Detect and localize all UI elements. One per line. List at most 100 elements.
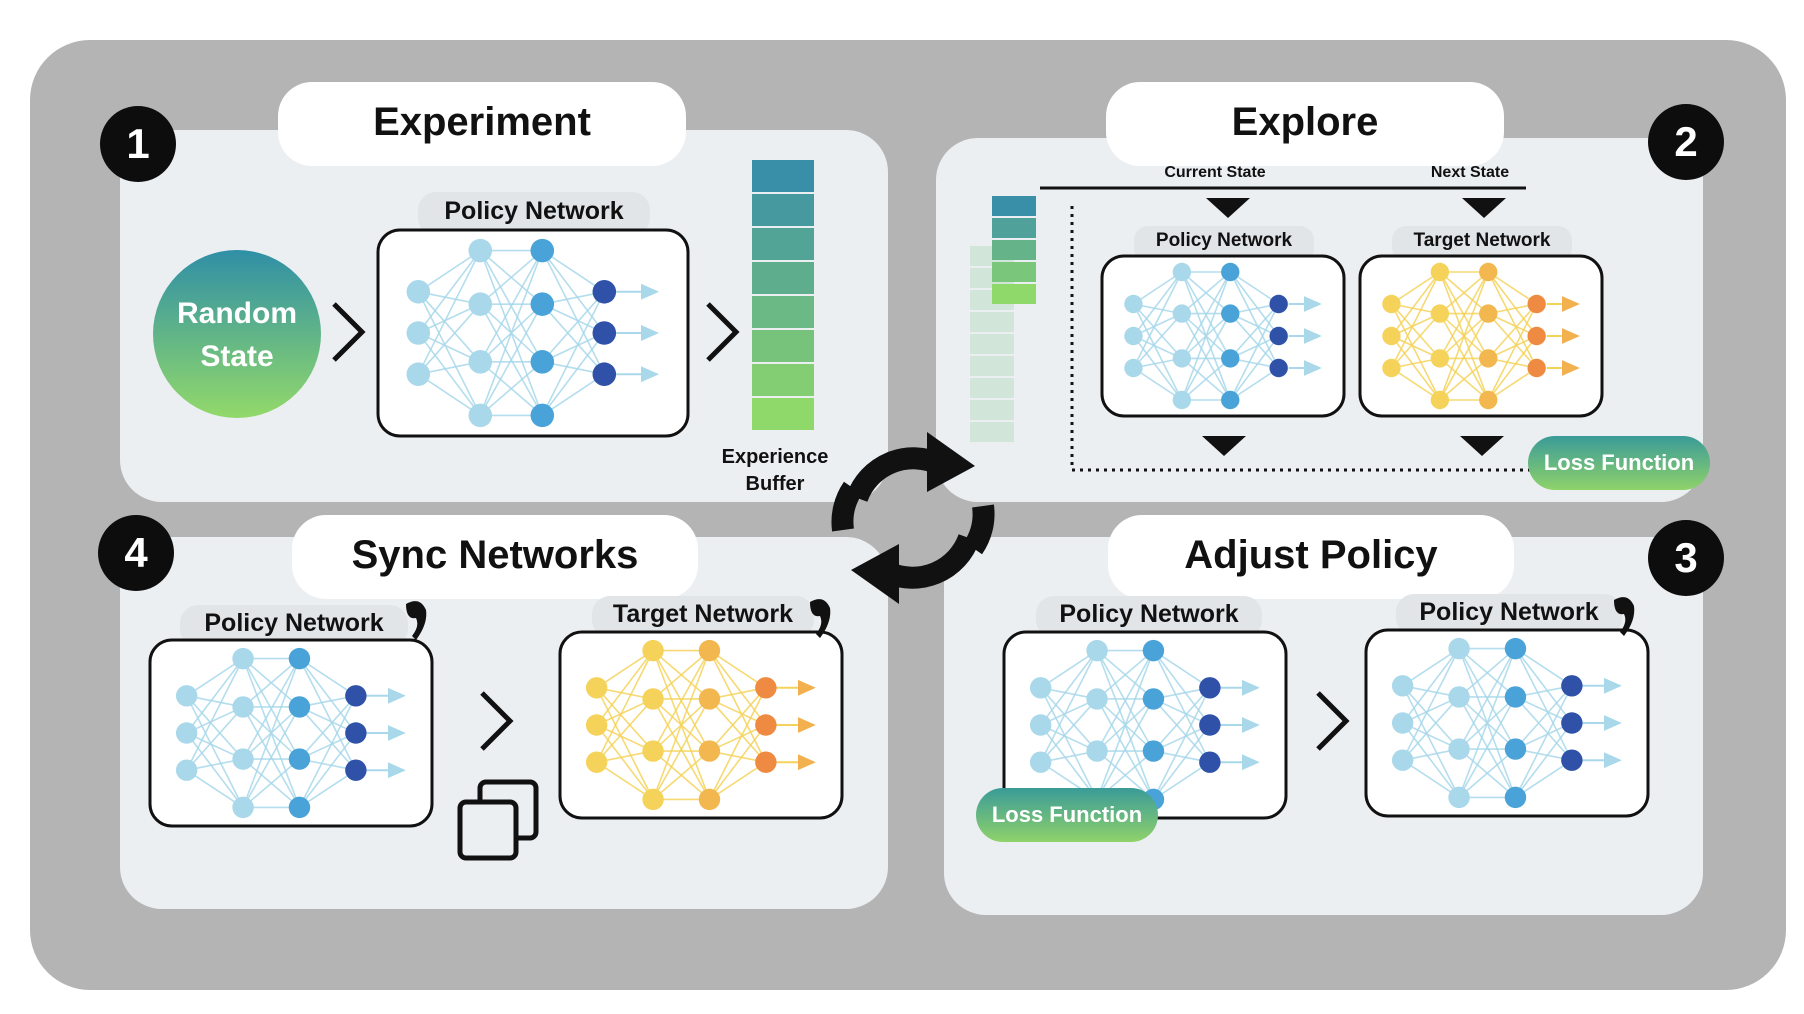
network-node [585, 677, 608, 699]
network-edge [1514, 696, 1573, 761]
network-edge [417, 291, 481, 363]
network-edge [1390, 335, 1441, 401]
network-node [1172, 390, 1192, 410]
network-edge [1439, 271, 1489, 359]
network-edge [186, 657, 244, 697]
tab-policy-prime-3 [1396, 594, 1622, 636]
network-node [1029, 714, 1052, 736]
network-edge [298, 706, 357, 771]
network-edge [1402, 648, 1460, 724]
network-node [345, 722, 367, 744]
network-edge [652, 650, 711, 800]
network-edge [541, 332, 605, 416]
network-edge [1402, 685, 1460, 750]
network-node [1504, 786, 1527, 809]
network-edge [595, 650, 654, 763]
network-node [288, 748, 311, 770]
network-edge [1152, 687, 1211, 752]
network-node [1382, 326, 1401, 346]
network-box [1100, 254, 1346, 418]
network-node [1221, 262, 1240, 282]
network-edge [1229, 335, 1280, 401]
network-node [642, 639, 664, 662]
buffer-cell [992, 196, 1036, 216]
target-network-4 [558, 630, 844, 820]
network-node [288, 696, 311, 718]
network-node [175, 722, 198, 744]
network-edge [1040, 649, 1098, 689]
network-node [1172, 262, 1192, 282]
network-node [1504, 738, 1527, 760]
tab-target-4 [592, 596, 814, 638]
step-badge-4: 4 [98, 515, 174, 591]
network-edge [541, 303, 605, 375]
network-edge [242, 657, 300, 708]
sampled-buffer [970, 196, 1036, 442]
network-edge [708, 650, 767, 763]
network-node [175, 759, 198, 781]
target-network-label: Target Network [612, 600, 794, 628]
arrow-down-icon [1202, 436, 1246, 456]
network-edge [1132, 271, 1183, 337]
step-badge-1: 1 [100, 106, 176, 182]
network-edge [652, 750, 710, 801]
network-edge [1181, 271, 1231, 315]
network-edge [708, 650, 767, 726]
network-edge [1514, 685, 1573, 750]
tab-policy-4 [180, 605, 408, 647]
network-edge [1390, 271, 1441, 369]
arrow-down-icon [1460, 436, 1504, 456]
buffer-cell [752, 364, 814, 396]
network-edge [1152, 650, 1211, 763]
network-edge [299, 769, 357, 809]
network-edge [1096, 650, 1155, 800]
network-node [1527, 358, 1546, 378]
network-node [1172, 304, 1192, 323]
network-edge [708, 687, 767, 800]
network-edge [1152, 724, 1211, 800]
network-node [1029, 751, 1052, 773]
network-box [558, 630, 844, 820]
network-edge [1514, 648, 1573, 761]
network-node [1391, 749, 1414, 771]
policy-network-label: Policy Network [1155, 230, 1293, 251]
network-edge [1152, 698, 1211, 763]
network-edge [708, 724, 767, 800]
network-edge [1040, 650, 1098, 726]
network-edge [652, 649, 710, 700]
network-edge [1487, 271, 1538, 369]
network-edge [242, 658, 301, 808]
network-node [585, 751, 608, 773]
network-node [642, 740, 664, 762]
network-node [1382, 358, 1401, 378]
network-node [1086, 639, 1108, 662]
network-edge [417, 249, 481, 293]
network-edge [541, 250, 605, 334]
network-node [1124, 358, 1143, 378]
network-edge [417, 291, 482, 416]
network-node [1172, 349, 1192, 368]
network-node [1269, 358, 1288, 378]
buffer-cell [752, 160, 814, 192]
buffer-cell [992, 240, 1036, 260]
network-edge [709, 761, 767, 801]
network-edge [1390, 271, 1441, 337]
network-node [1479, 262, 1498, 282]
network-edge [1153, 761, 1211, 801]
network-node [1391, 712, 1414, 734]
network-node [1142, 688, 1165, 710]
network-edge [1229, 271, 1280, 337]
network-edge [185, 658, 244, 771]
network-node [1124, 326, 1143, 346]
policy-network-label: Policy Network [1059, 600, 1239, 628]
buffer-cell [970, 312, 1014, 332]
network-node [592, 362, 617, 386]
network-node [1142, 740, 1165, 762]
network-edge [1487, 271, 1538, 337]
network-edge [186, 695, 244, 760]
network-edge [1458, 648, 1517, 750]
network-node [1382, 294, 1401, 314]
next-state-label: Next State [1430, 164, 1510, 181]
network-edge [1133, 271, 1183, 305]
network-node [1391, 675, 1414, 697]
